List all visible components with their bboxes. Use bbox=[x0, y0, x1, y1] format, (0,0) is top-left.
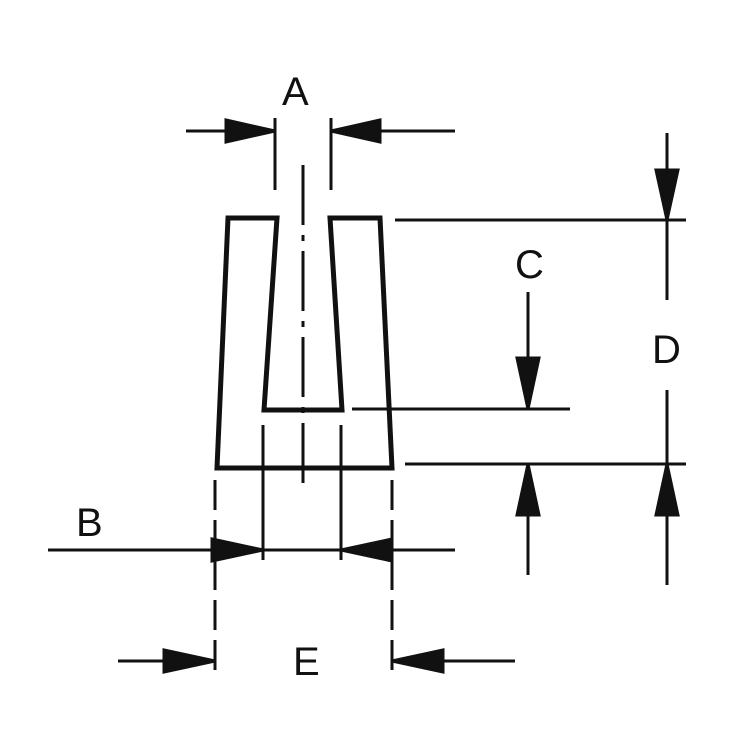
dimension-e-arrow-right bbox=[391, 648, 445, 674]
dimension-e bbox=[118, 480, 515, 678]
dimension-c-arrow-bottom bbox=[515, 463, 541, 517]
dimension-e-arrow-left bbox=[162, 648, 216, 674]
dimension-b-label: B bbox=[76, 501, 103, 545]
dimension-a bbox=[186, 118, 455, 190]
dimension-a-arrow-left bbox=[224, 118, 276, 144]
dimension-a-label: A bbox=[282, 70, 309, 114]
dimension-b-arrow-right bbox=[340, 537, 394, 563]
dimension-d-arrow-bottom bbox=[654, 463, 680, 517]
dimension-d bbox=[395, 133, 686, 585]
dimension-c-label: C bbox=[515, 243, 544, 287]
dimension-e-label: E bbox=[293, 640, 320, 684]
dimension-b bbox=[48, 425, 455, 563]
dimension-c bbox=[352, 292, 686, 575]
dimension-c-arrow-top bbox=[515, 356, 541, 410]
dimension-d-arrow-top bbox=[654, 168, 680, 221]
dimension-a-arrow-right bbox=[330, 118, 382, 144]
profile-outline-outer bbox=[214, 215, 395, 471]
dimension-d-label: D bbox=[652, 328, 681, 372]
dimension-b-arrow-left bbox=[210, 537, 264, 563]
